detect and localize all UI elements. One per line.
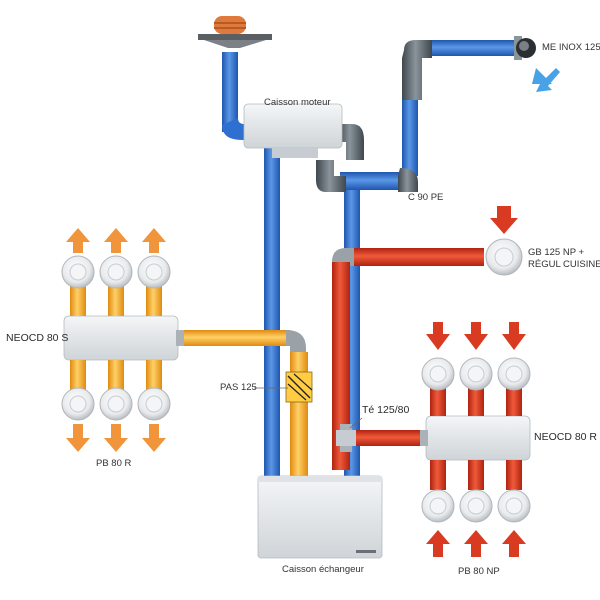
leader-lines bbox=[254, 387, 363, 429]
left-bottom-vents bbox=[61, 387, 171, 421]
caisson-moteur-box bbox=[243, 103, 343, 158]
right-top-vents bbox=[421, 357, 531, 391]
gb-125-terminal bbox=[485, 238, 523, 276]
left-top-vents bbox=[61, 255, 171, 289]
caisson-echangeur-box bbox=[257, 475, 383, 559]
pas-125-regulator bbox=[285, 371, 313, 403]
label-neocd-r: NEOCD 80 R bbox=[534, 431, 598, 443]
label-gb125-line2: RÉGUL CUISINE bbox=[528, 259, 600, 270]
label-gb125-line1: GB 125 NP + bbox=[528, 247, 585, 258]
grey-fittings bbox=[316, 40, 432, 192]
label-c90pe: C 90 PE bbox=[408, 192, 444, 203]
label-neocd-s: NEOCD 80 S bbox=[6, 332, 69, 344]
right-up-arrows-bottom bbox=[426, 530, 526, 557]
te-fitting bbox=[336, 424, 356, 452]
intake-arrow bbox=[532, 68, 560, 92]
label-pas125: PAS 125 bbox=[220, 382, 257, 393]
label-te: Té 125/80 bbox=[362, 404, 410, 416]
label-pb80r: PB 80 R bbox=[96, 458, 132, 469]
label-caisson-echangeur: Caisson échangeur bbox=[282, 564, 364, 575]
gb-arrow bbox=[490, 206, 518, 234]
label-caisson-moteur: Caisson moteur bbox=[264, 97, 331, 108]
right-red-branches bbox=[430, 386, 522, 490]
right-bottom-vents bbox=[421, 489, 531, 523]
label-me-inox: ME INOX 125 bbox=[542, 42, 600, 53]
left-up-arrows bbox=[66, 228, 166, 253]
neocd-80-r-box bbox=[420, 415, 531, 461]
roof-cap bbox=[198, 16, 272, 48]
left-down-arrows bbox=[66, 424, 166, 452]
me-inox-terminal bbox=[514, 36, 536, 60]
orange-ducts bbox=[180, 330, 308, 476]
left-orange-branches bbox=[70, 280, 162, 390]
label-pb80np: PB 80 NP bbox=[458, 566, 500, 577]
right-down-arrows-top bbox=[426, 322, 526, 350]
red-ducts bbox=[332, 248, 484, 470]
neocd-80-s-box bbox=[63, 315, 184, 361]
